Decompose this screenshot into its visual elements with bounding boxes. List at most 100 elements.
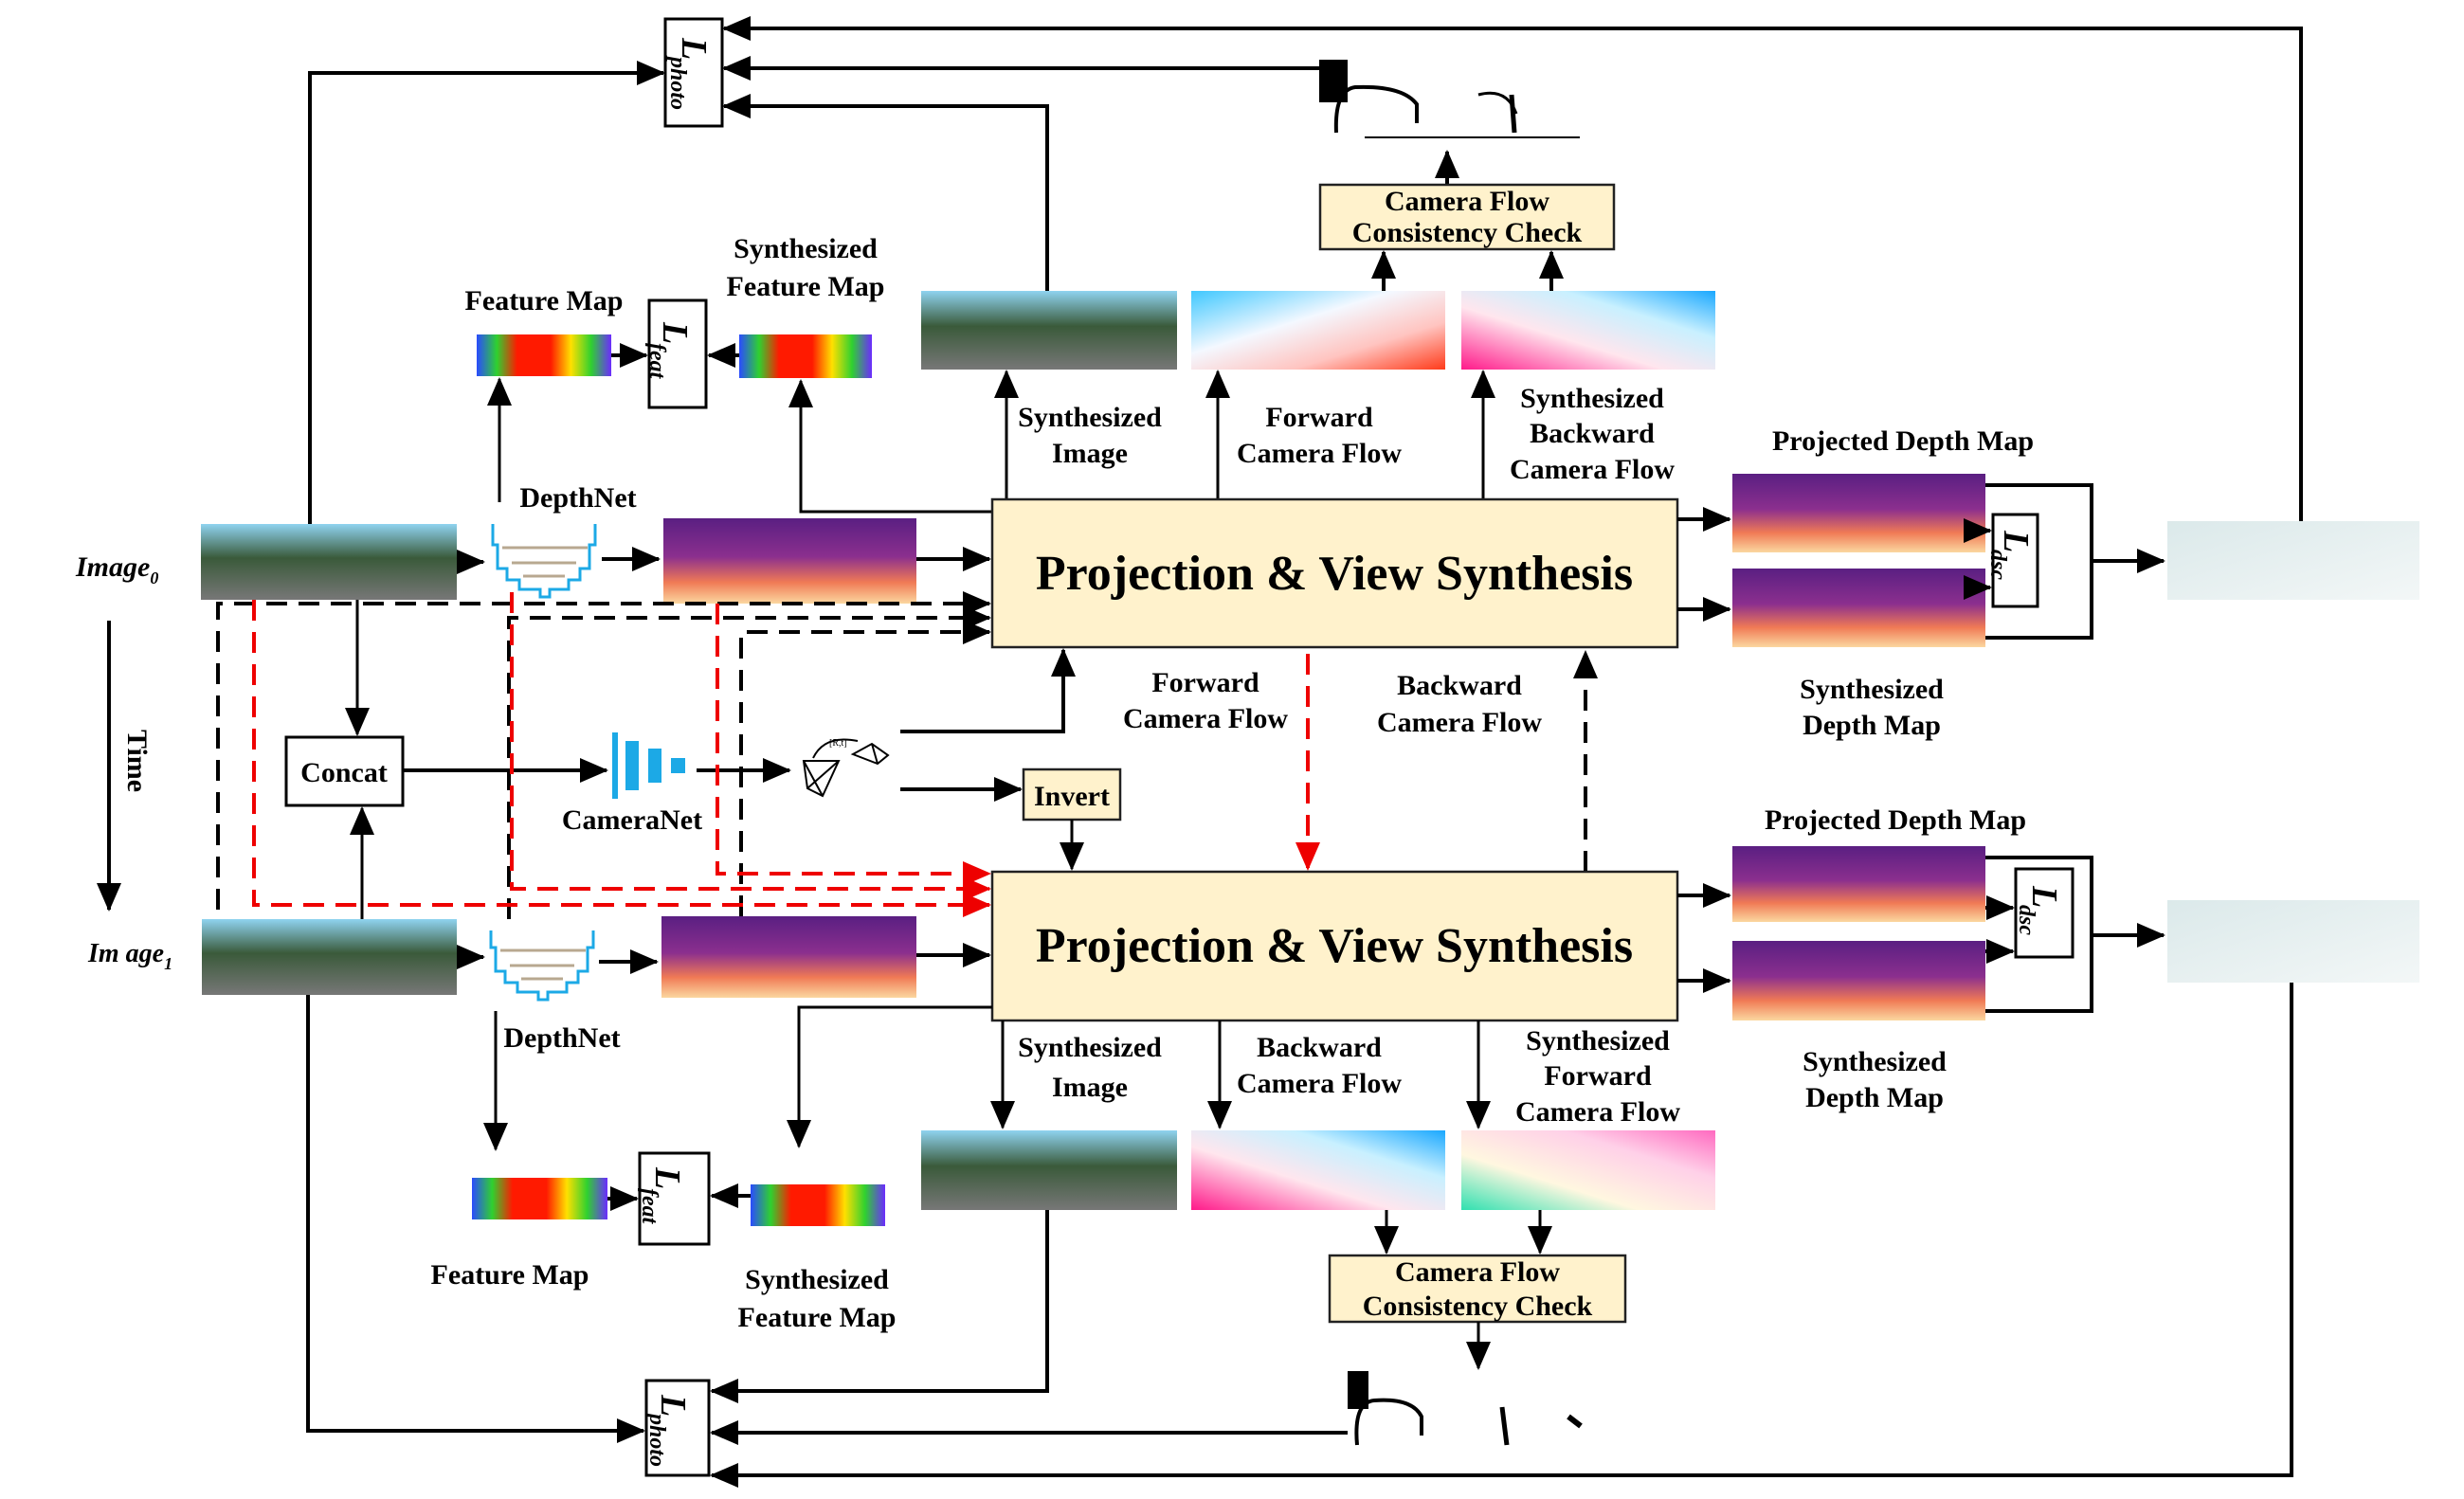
pvs-top-label: Projection & View Synthesis [1036, 547, 1633, 601]
bwd-flow-top-label-2: Backward [1530, 418, 1655, 449]
synth-image-bottom [921, 1130, 1177, 1210]
lfeat-top-L: L [655, 321, 695, 344]
synth-feature-top-label-1: Synthesized [734, 233, 878, 264]
image0-label-sub: 0 [150, 569, 158, 587]
depth-map-bottom [661, 916, 916, 998]
depthnet-top-label: DepthNet [519, 482, 636, 514]
arrow-dsc-bottom-to-lphoto [710, 983, 2293, 1488]
feature-map-bottom [472, 1178, 607, 1219]
arrow-pose-to-pvs-top [900, 648, 1076, 733]
image1-label-sub: 1 [164, 954, 172, 973]
concat-box: Concat [284, 735, 405, 807]
mid-bwd-flow-label-2: Camera Flow [1377, 707, 1542, 738]
synth-feature-map-top [739, 334, 872, 378]
bwd-flow-bottom-label-2: Camera Flow [1237, 1068, 1402, 1099]
fwd-flow-bottom-label-1: Synthesized [1526, 1025, 1670, 1057]
pvs-top: Projection & View Synthesis [990, 497, 1679, 649]
feature-map-bottom-label: Feature Map [431, 1259, 589, 1291]
forward-flow-top [1191, 291, 1445, 370]
image1 [202, 919, 457, 995]
red-dashed-depth0-to-pvs-bottom [510, 592, 991, 901]
depthnet-bottom-icon [489, 930, 595, 1002]
synth-depth-top-label-1: Synthesized [1800, 674, 1944, 705]
arrow-pvs-to-synthfeat-bottom [787, 1005, 992, 1148]
projected-depth-top [1732, 474, 1985, 552]
depthnet-bottom-label: DepthNet [503, 1022, 620, 1054]
synth-depth-bottom-label-2: Depth Map [1805, 1082, 1944, 1113]
lphoto-bottom-sub: photo [644, 1412, 669, 1467]
synth-depth-bottom [1732, 941, 1985, 1020]
lphoto-top-sub: photo [665, 55, 690, 110]
fwd-flow-bottom-label-3: Camera Flow [1515, 1096, 1680, 1128]
cfcc-top-line2: Consistency Check [1352, 217, 1583, 248]
feature-map-top-label: Feature Map [465, 285, 624, 316]
synth-image-top-label-1: Synthesized [1018, 402, 1162, 433]
arrow-dsc-top-to-lphoto [722, 16, 2303, 521]
arrow-image0-to-lphoto [308, 61, 665, 524]
synth-feature-bottom-label-2: Feature Map [738, 1302, 897, 1333]
pose-icon: [R,t] [802, 738, 890, 798]
mid-fwd-flow-label-2: Camera Flow [1123, 703, 1288, 734]
cfcc-top: Camera Flow Consistency Check [1318, 183, 1616, 251]
bwd-flow-bottom-label-1: Backward [1257, 1032, 1382, 1063]
ldsc-bottom-sub: dsc [2014, 905, 2038, 935]
arrow-image1-to-lphoto-bottom [306, 995, 645, 1443]
time-label: Time [121, 730, 153, 792]
synth-depth-top-label-2: Depth Map [1803, 710, 1941, 741]
image0-label: Image0 [75, 551, 158, 587]
pvs-bottom: Projection & View Synthesis [990, 870, 1679, 1022]
feature-map-top [477, 334, 611, 376]
synth-depth-bottom-label-1: Synthesized [1803, 1046, 1947, 1077]
image1-label-text: Im age [87, 939, 164, 968]
dashed-image1-to-pvs-top [216, 591, 991, 910]
cfcc-bottom-line1: Camera Flow [1395, 1256, 1560, 1288]
synth-image-bottom-label-2: Image [1052, 1072, 1128, 1103]
image1-label: Im age1 [87, 939, 172, 973]
arrow-synth-image-top-to-lphoto [722, 94, 1049, 291]
synth-backward-flow-top [1461, 291, 1715, 370]
cfcc-top-line1: Camera Flow [1385, 186, 1549, 217]
ldsc-bottom: L dsc [2014, 867, 2074, 959]
depth-map-top [663, 518, 916, 604]
ldsc-top-sub: dsc [1985, 550, 2010, 580]
mid-fwd-flow-label-1: Forward [1151, 667, 1259, 698]
depthnet-top-icon [491, 524, 597, 599]
backward-flow-bottom [1191, 1130, 1445, 1210]
fwd-flow-bottom-label-2: Forward [1544, 1060, 1652, 1092]
pvs-bottom-label: Projection & View Synthesis [1036, 919, 1633, 973]
cfcc-bottom-line2: Consistency Check [1363, 1291, 1593, 1322]
synth-forward-flow-bottom [1461, 1130, 1715, 1210]
red-dashed-image0-to-pvs-bottom [252, 600, 991, 917]
bwd-flow-top-label-3: Camera Flow [1510, 454, 1675, 485]
fwd-flow-top-label-1: Forward [1265, 402, 1373, 433]
bwd-flow-top-label-1: Synthesized [1520, 383, 1664, 414]
synth-image-top [921, 291, 1177, 370]
cfcc-bottom: Camera Flow Consistency Check [1328, 1254, 1627, 1324]
image0-label-text: Image [75, 551, 150, 583]
projected-depth-bottom [1732, 846, 1985, 922]
synth-feature-map-bottom [751, 1184, 885, 1226]
lfeat-bottom-sub: feat [637, 1188, 661, 1225]
lfeat-bottom: L feat [637, 1151, 711, 1246]
pose-label: [R,t] [829, 738, 847, 749]
projected-depth-top-label: Projected Depth Map [1772, 425, 2034, 457]
projected-depth-bottom-label: Projected Depth Map [1765, 804, 2026, 836]
synth-image-bottom-label-1: Synthesized [1018, 1032, 1162, 1063]
lfeat-bottom-L: L [647, 1166, 687, 1189]
lfeat-top-sub: feat [644, 343, 669, 380]
mask-top [1319, 60, 1580, 150]
ldsc-top-L: L [1996, 530, 2036, 552]
cameranet-label: CameraNet [562, 804, 702, 836]
synth-image-top-label-2: Image [1052, 438, 1128, 469]
lphoto-top-L: L [674, 37, 714, 60]
lfeat-top: L feat [644, 298, 708, 409]
invert-box: Invert [1022, 768, 1122, 822]
lphoto-bottom: L photo [644, 1379, 711, 1477]
arrow-pvs-to-synthfeat-top [788, 379, 992, 514]
synth-feature-top-label-2: Feature Map [727, 271, 885, 302]
cameranet-icon [612, 732, 685, 799]
synth-depth-top [1732, 569, 1985, 647]
lphoto-top-box [663, 17, 724, 128]
arrow-synth-image-bottom-to-lphoto [710, 1210, 1049, 1403]
